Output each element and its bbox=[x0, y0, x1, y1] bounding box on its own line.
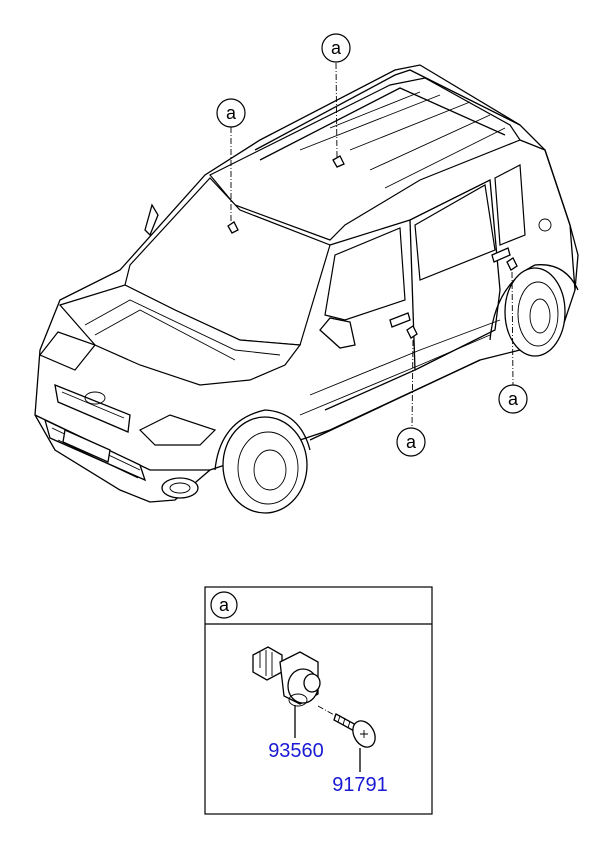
svg-text:a: a bbox=[508, 389, 519, 409]
detail-box: a 93560 91791 bbox=[204, 586, 433, 815]
windshield-sensor-marker bbox=[227, 221, 239, 234]
callout-leaders bbox=[230, 62, 514, 428]
callout-rear-door: a bbox=[498, 384, 528, 414]
part-number-93560[interactable]: 93560 bbox=[268, 740, 324, 762]
svg-text:a: a bbox=[406, 432, 417, 452]
svg-text:a: a bbox=[226, 103, 237, 123]
part-number-91791[interactable]: 91791 bbox=[332, 774, 388, 796]
rear-door-sensor-marker bbox=[506, 257, 518, 271]
detail-header-callout: a bbox=[210, 591, 238, 619]
callout-roof: a bbox=[321, 33, 351, 63]
svg-text:a: a bbox=[219, 595, 230, 615]
roof-sensor-marker bbox=[332, 155, 345, 168]
svg-text:a: a bbox=[331, 38, 342, 58]
vehicle-illustration bbox=[34, 64, 579, 514]
door-switch-part bbox=[252, 646, 321, 707]
front-door-sensor-marker bbox=[406, 325, 418, 339]
callout-front-door: a bbox=[396, 427, 426, 457]
screw-part bbox=[333, 713, 376, 748]
callout-windshield: a bbox=[216, 98, 246, 128]
